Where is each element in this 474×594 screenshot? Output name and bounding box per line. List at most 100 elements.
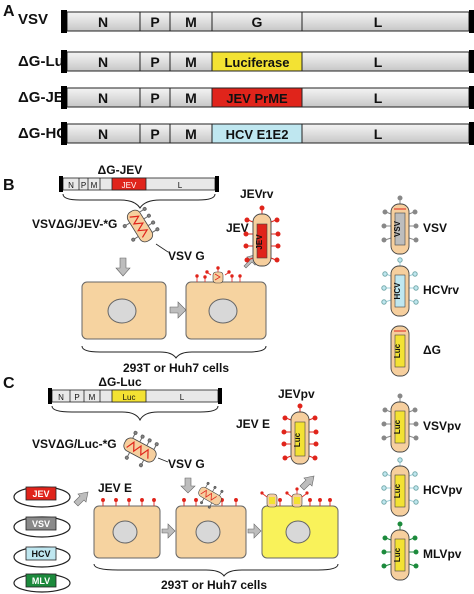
legend-core-label: VSV <box>393 220 402 237</box>
panel-c-letter: C <box>3 375 15 392</box>
mini-genome: N P M JEV L <box>59 176 219 192</box>
panel-a-letter: A <box>3 3 15 20</box>
genome-end-left <box>61 50 67 73</box>
cell-infected <box>175 481 247 559</box>
legend-label-vsvpv: VSVpv <box>423 419 461 433</box>
cell-luc-producing <box>260 487 339 559</box>
segment-insert: Luciferase <box>224 55 289 70</box>
panel-b-letter: B <box>3 177 15 194</box>
segment-n: N <box>98 90 108 106</box>
segment-m: M <box>185 90 197 106</box>
genome-end-left <box>61 122 67 145</box>
legend-label-hcvrv: HCVrv <box>423 283 459 297</box>
transfect-arrow <box>73 491 89 507</box>
genome-bar <box>66 11 470 32</box>
insert-hcv-e1e2 <box>211 123 303 144</box>
segment-insert: HCV E1E2 <box>226 127 289 142</box>
pseudo-virion <box>123 430 159 468</box>
insert-jev-prme <box>211 87 303 108</box>
down-arrow <box>115 257 131 277</box>
segment-m: M <box>185 14 197 30</box>
plasmid-vsv: VSV <box>13 516 71 538</box>
plasmid-label: JEV <box>32 489 49 499</box>
panel-c: ΔG-Luc N P M Luc L VSVΔG/Luc-*G <box>13 375 463 593</box>
product-label: JEVpv <box>278 387 315 401</box>
legend-vsvpv: Luc <box>381 393 419 453</box>
virion-core-label: Luc <box>293 432 302 447</box>
vsv-g-label: VSV G <box>168 249 205 263</box>
legend-core-label: Luc <box>393 419 402 434</box>
plasmid-label: VSV <box>32 519 50 529</box>
legend-core-label: Luc <box>393 343 402 358</box>
cell-infected <box>81 281 167 340</box>
brace <box>51 405 219 422</box>
segment-m: M <box>185 126 197 142</box>
plasmid-hcv: HCV <box>13 546 71 568</box>
panel-a: VSV N P M G L ΔG-Luc N P M Lucifer <box>18 10 474 145</box>
jev-e-label-left: JEV E <box>98 481 132 495</box>
genome-end-right <box>469 50 474 73</box>
legend-label-vsv: VSV <box>423 221 447 235</box>
jevpv-virion: Luc <box>281 403 319 465</box>
mini-seg-l: L <box>178 181 183 190</box>
legend-label-hcvpv: HCVpv <box>423 483 463 497</box>
plasmid-jev: JEV <box>13 486 71 508</box>
mini-seg-n: N <box>58 393 64 402</box>
construct-dg-hcv: ΔG-HCV N P M HCV E1E2 L <box>18 122 474 145</box>
genome-end-right <box>469 86 474 109</box>
segment-l: L <box>374 54 383 70</box>
right-arrow <box>161 523 176 539</box>
legend-label-mlvpv: MLVpv <box>423 547 462 561</box>
panel-b: ΔG-JEV N P M JEV L VSVΔG/JEV-*G <box>32 163 459 377</box>
vsv-g-label: VSV G <box>168 457 205 471</box>
construct-dg-jev: ΔG-JEV N P M JEV PrME L <box>18 86 474 109</box>
legend-label-dg: ΔG <box>423 343 441 357</box>
jevrv-virion: JEV <box>243 205 281 267</box>
segment-l: L <box>374 126 383 142</box>
segment-l: L <box>374 90 383 106</box>
legend-mlvpv: Luc <box>381 521 419 581</box>
mini-seg-insert: JEV <box>122 181 137 190</box>
brace <box>62 193 216 209</box>
segment-l: L <box>374 14 383 30</box>
plasmid-label: HCV <box>31 549 50 559</box>
cells-label: 293T or Huh7 cells <box>123 361 229 375</box>
construct-label: ΔG-JEV <box>18 89 74 106</box>
mini-seg-l: L <box>180 393 185 402</box>
mini-seg-p: P <box>81 181 86 190</box>
virus-label: VSVΔG/JEV-*G <box>32 217 117 231</box>
legend-core-label: HCV <box>393 282 402 300</box>
jev-e-label: JEV E <box>226 221 260 235</box>
construct-dg-luc: ΔG-Luc N P M Luciferase L <box>18 50 474 73</box>
genome-end-left <box>61 86 67 109</box>
genome-end-left <box>61 10 67 33</box>
mini-seg-m: M <box>91 181 98 190</box>
product-label: JEVrv <box>240 187 274 201</box>
segment-p: P <box>150 126 159 142</box>
mini-seg-insert: Luc <box>123 393 136 402</box>
plasmid-label: MLV <box>32 576 50 586</box>
genome-end-right <box>469 122 474 145</box>
virion-core-label: JEV <box>255 234 264 250</box>
cell-producing <box>185 266 267 340</box>
brace <box>81 345 267 359</box>
mini-seg-p: P <box>74 393 79 402</box>
genome-title: ΔG-JEV <box>98 163 143 177</box>
genome-title: ΔG-Luc <box>98 375 142 389</box>
cells-label: 293T or Huh7 cells <box>161 578 267 592</box>
virus-label: VSVΔG/Luc-*G <box>32 437 117 451</box>
mini-seg-m: M <box>89 393 96 402</box>
mini-genome: N P M Luc L <box>48 388 222 404</box>
cell-transfected <box>93 498 161 559</box>
legend-hcvpv: Luc <box>381 457 419 517</box>
legend-vsv: VSV <box>381 195 419 255</box>
right-arrow <box>247 523 262 539</box>
plasmid-mlv: MLV <box>13 573 71 593</box>
pseudo-virion <box>122 206 160 243</box>
brace <box>93 563 339 577</box>
down-arrow <box>180 477 196 494</box>
construct-vsv: VSV N P M G L <box>18 10 474 33</box>
construct-label: VSV <box>18 11 48 28</box>
mini-seg-n: N <box>68 181 74 190</box>
